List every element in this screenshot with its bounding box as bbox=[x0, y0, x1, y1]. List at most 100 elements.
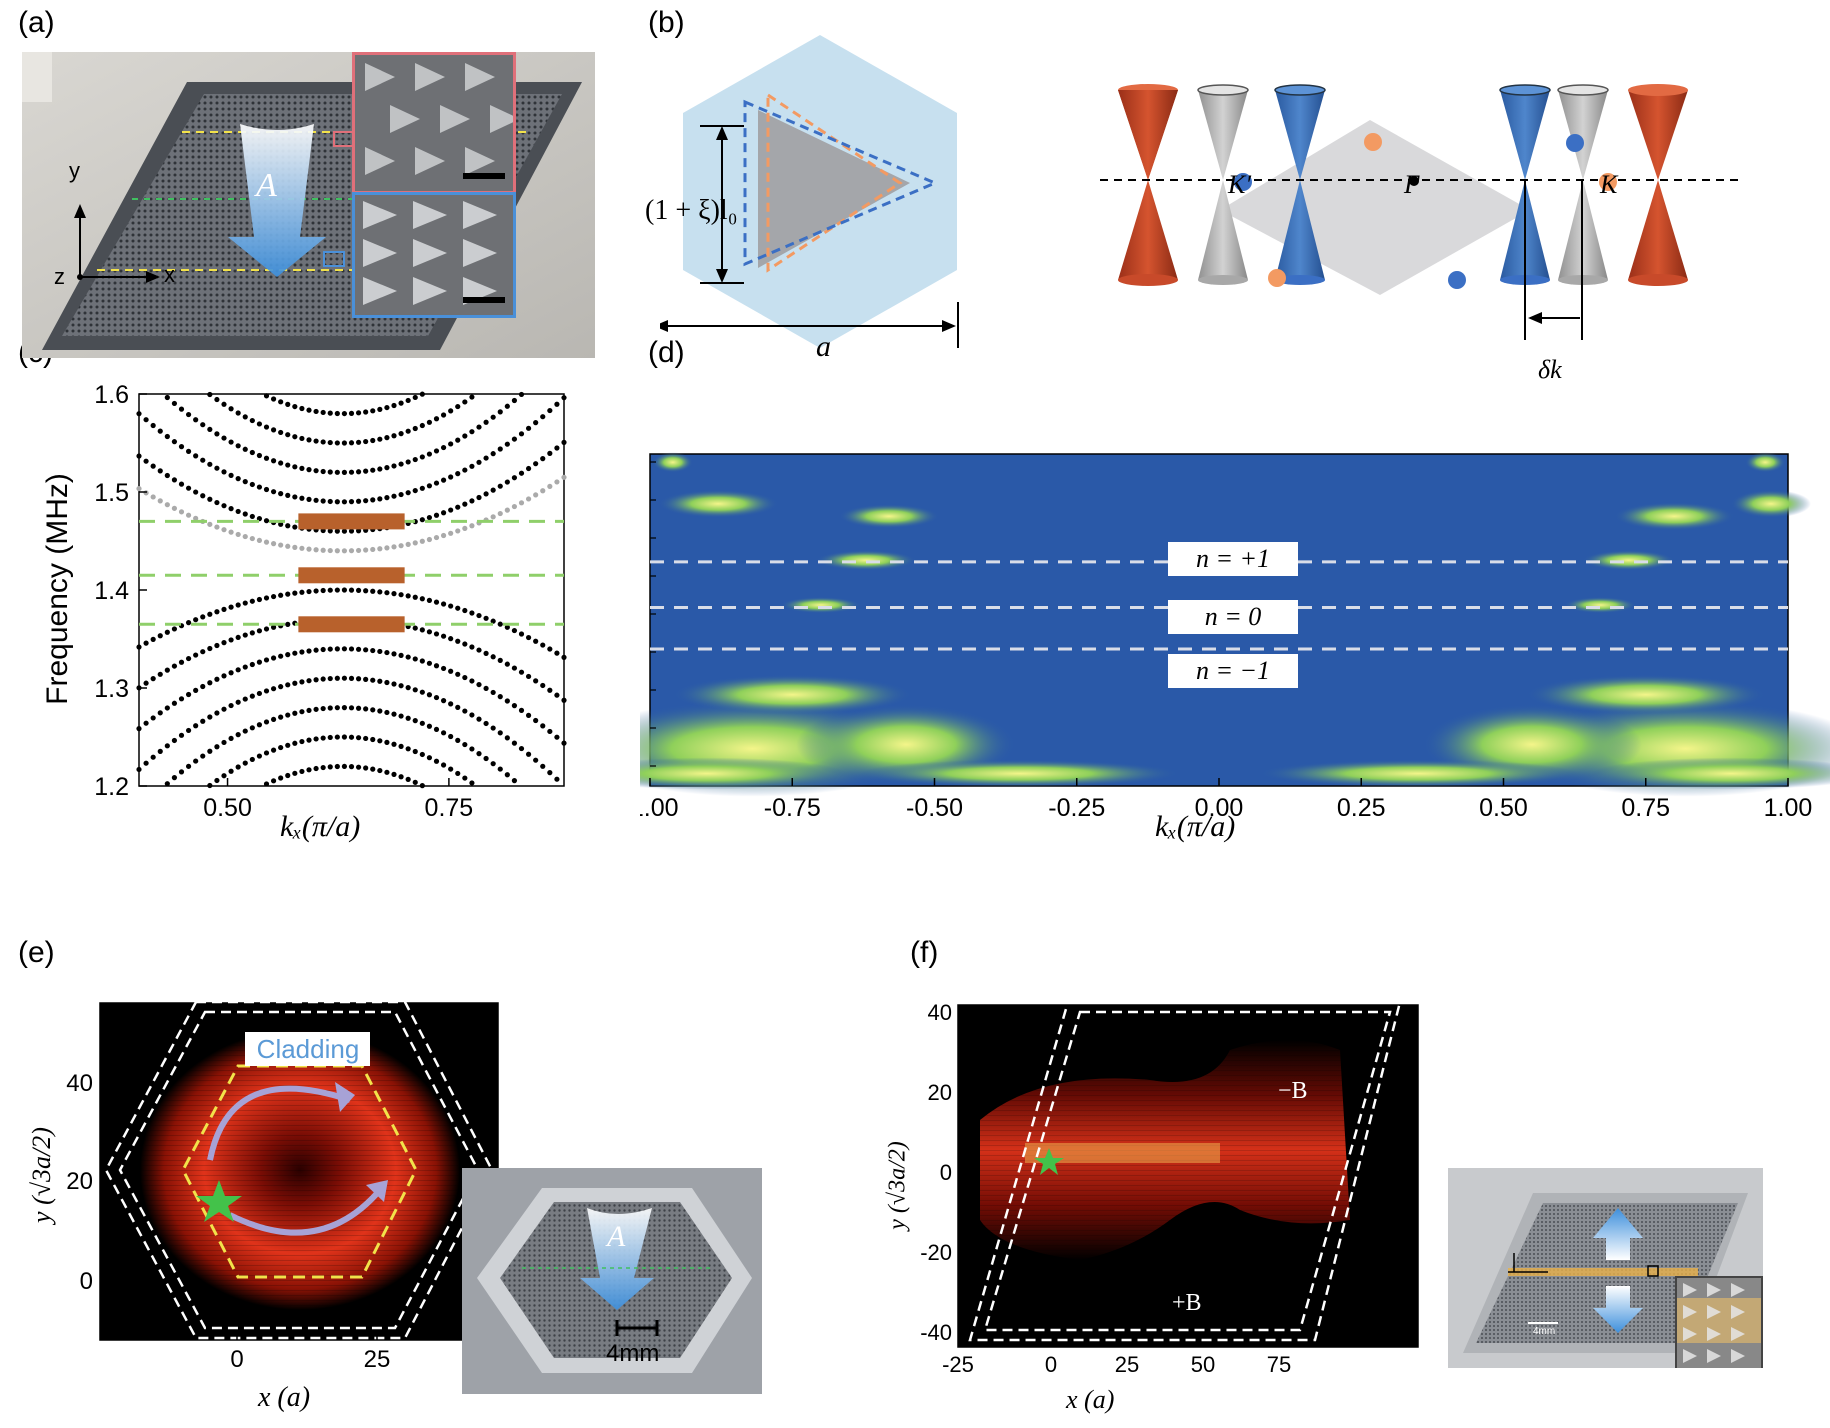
band-point bbox=[348, 410, 355, 416]
band-point bbox=[242, 446, 248, 452]
band-point bbox=[511, 740, 518, 746]
band-point bbox=[256, 628, 263, 634]
band-point bbox=[207, 645, 213, 652]
band-point bbox=[221, 673, 227, 679]
band-point bbox=[525, 751, 532, 757]
band-point bbox=[554, 445, 560, 451]
band-point bbox=[157, 498, 163, 504]
band-point bbox=[221, 401, 227, 407]
band-point bbox=[242, 600, 248, 606]
band-point bbox=[370, 588, 376, 594]
band-point bbox=[398, 652, 404, 658]
band-point bbox=[348, 587, 355, 593]
band-point bbox=[497, 730, 503, 736]
band-point bbox=[448, 507, 454, 513]
band-point bbox=[320, 409, 326, 416]
band-point bbox=[164, 433, 170, 440]
xtick-f-25: 25 bbox=[1114, 1352, 1140, 1377]
band-point bbox=[285, 492, 291, 498]
ytick-f-40: 40 bbox=[927, 1000, 952, 1025]
band-point bbox=[469, 712, 475, 718]
band-point bbox=[136, 453, 142, 459]
band-point bbox=[242, 632, 248, 638]
band-point bbox=[384, 404, 390, 411]
band-point bbox=[214, 676, 220, 682]
band-point bbox=[462, 467, 468, 473]
band-point bbox=[306, 467, 312, 473]
band-point bbox=[306, 407, 312, 413]
band-point bbox=[462, 525, 468, 532]
xtick-f-0: 0 bbox=[1044, 1352, 1058, 1377]
band-point bbox=[355, 528, 362, 534]
inset-bottom-sem bbox=[352, 192, 516, 318]
band-point bbox=[391, 591, 397, 597]
inset-arrow-label-e: A bbox=[607, 1220, 626, 1253]
intensity-blob bbox=[859, 759, 1180, 788]
band-point bbox=[341, 763, 348, 770]
band-point bbox=[256, 596, 263, 603]
band-point bbox=[200, 683, 206, 690]
band-point bbox=[285, 742, 291, 748]
band-point bbox=[377, 767, 383, 774]
band-point bbox=[348, 734, 355, 740]
band-point bbox=[483, 650, 489, 656]
band-point bbox=[320, 646, 326, 653]
band-point bbox=[200, 457, 206, 463]
band-point bbox=[235, 699, 241, 705]
band-point bbox=[242, 414, 248, 420]
band-point bbox=[419, 689, 425, 695]
band-point bbox=[426, 629, 433, 635]
band-point bbox=[391, 711, 397, 717]
band-point bbox=[221, 469, 227, 475]
band-point bbox=[136, 726, 142, 732]
band-point bbox=[419, 538, 425, 544]
band-point bbox=[327, 734, 333, 741]
band-point bbox=[278, 521, 284, 527]
band-point bbox=[292, 494, 298, 500]
band-point bbox=[320, 439, 326, 445]
band-point bbox=[285, 523, 291, 529]
band-point bbox=[448, 636, 454, 642]
panel-label-f: (f) bbox=[910, 936, 939, 969]
band-point bbox=[313, 765, 319, 772]
band-point bbox=[469, 780, 475, 786]
band-point bbox=[171, 505, 178, 511]
band-point bbox=[285, 682, 291, 688]
band-point bbox=[363, 706, 369, 712]
band-point bbox=[143, 720, 149, 726]
band-point bbox=[249, 417, 255, 424]
xtick-label: 1.00 bbox=[1764, 794, 1813, 822]
band-point bbox=[270, 541, 277, 547]
band-point bbox=[270, 624, 277, 630]
band-point bbox=[462, 641, 468, 647]
ylabel-e: y (√3a/2) bbox=[27, 1127, 56, 1223]
band-point bbox=[540, 488, 546, 494]
band-point bbox=[554, 692, 560, 698]
band-point bbox=[150, 463, 156, 469]
band-point bbox=[476, 681, 482, 688]
band-point bbox=[348, 548, 355, 554]
band-point bbox=[511, 627, 518, 634]
band-point bbox=[278, 592, 284, 598]
band-point bbox=[462, 607, 468, 614]
band-point bbox=[355, 498, 362, 504]
band-point bbox=[278, 714, 284, 720]
mode-label-0: n = 0 bbox=[1168, 600, 1298, 634]
band-point bbox=[469, 610, 475, 616]
band-point bbox=[306, 496, 312, 502]
band-point bbox=[540, 414, 546, 420]
band-point bbox=[426, 660, 433, 666]
band-point bbox=[200, 649, 206, 655]
band-point bbox=[263, 719, 270, 725]
band-point bbox=[150, 754, 156, 760]
band-point bbox=[462, 708, 468, 714]
band-point bbox=[462, 674, 468, 681]
band-point bbox=[540, 682, 546, 689]
band-point bbox=[448, 408, 454, 414]
band-point bbox=[533, 717, 539, 724]
band-point bbox=[270, 593, 277, 600]
band-point bbox=[214, 777, 220, 784]
band-point bbox=[299, 709, 305, 715]
band-point bbox=[448, 668, 454, 674]
inset-rhombus-photo: 4mm bbox=[1448, 1168, 1763, 1368]
